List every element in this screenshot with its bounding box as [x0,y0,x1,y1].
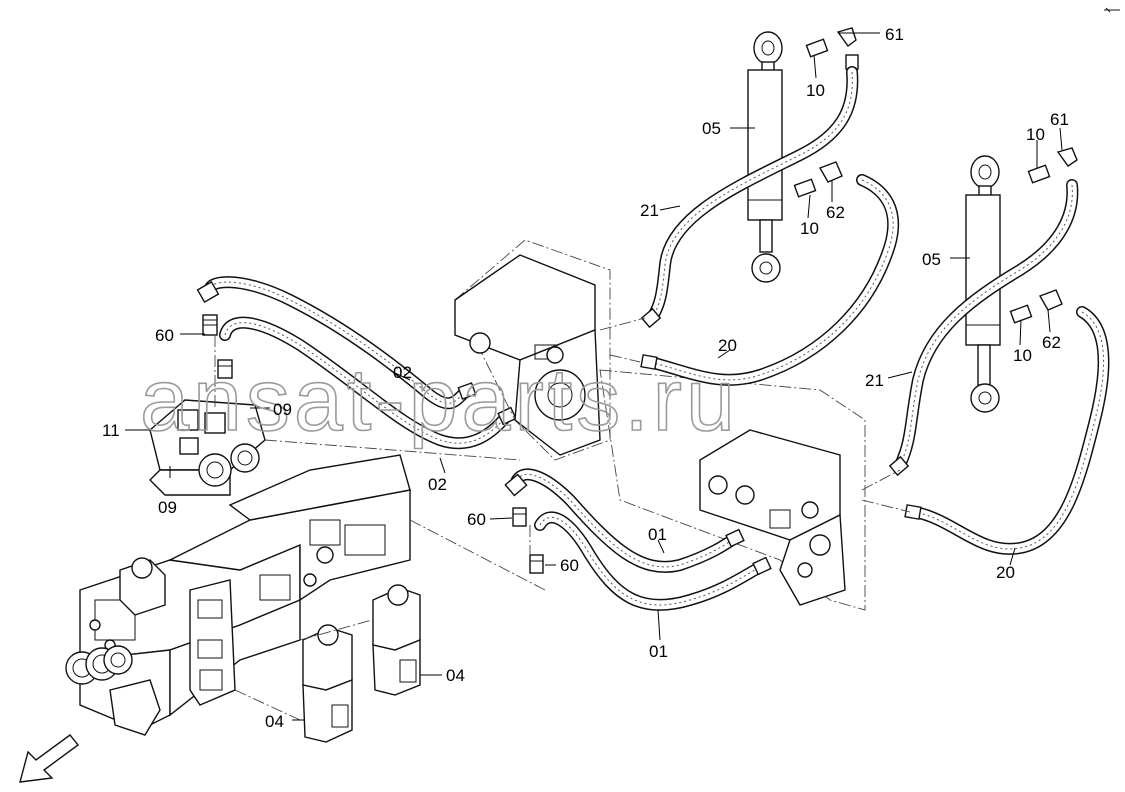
fitting-61-a [836,27,859,70]
callout-02-upper: 02 [393,363,412,382]
callout-20-mid: 20 [718,336,737,355]
callout-09-lower: 09 [158,498,177,517]
fitting-60-mid [512,507,527,527]
fitting-61-b [1056,147,1078,167]
callout-01-upper: 01 [648,525,667,544]
hose-20-right [904,306,1110,555]
callout-20-right: 20 [996,563,1015,582]
watermark-text: ansat-parts.ru [140,350,739,449]
callout-61-a: 61 [885,25,904,44]
callout-04-right: 04 [446,666,465,685]
callout-60-top: 60 [155,326,174,345]
callout-62-b: 62 [1042,333,1061,352]
fitting-10-d [1009,304,1033,324]
hose-20-mid [640,174,900,386]
callout-05-top: 05 [702,119,721,138]
hose-02-lower [219,316,517,450]
fitting-60-lower [217,359,233,379]
hose-21-right [888,179,1079,477]
hose-02-upper [196,276,477,410]
callout-10-c: 10 [1026,125,1045,144]
callout-10-a: 10 [806,81,825,100]
solenoid-04-left [302,624,353,743]
fitting-62-b [1038,289,1063,311]
front-arrow-icon [19,734,80,783]
valve-knob [119,557,166,616]
callout-01-lower: 01 [649,642,668,661]
fitting-10-a [805,38,829,58]
cylinder-05-top [747,31,783,283]
hose-01-lower [534,511,772,611]
assembly-lines [214,317,911,721]
callout-05-right: 05 [922,250,941,269]
pump-housing [454,239,611,461]
fitting-60-low [529,554,544,574]
callout-21-left: 21 [640,201,659,220]
fitting-62-a [818,161,843,183]
solenoid-04-right [372,584,421,696]
right-valve-block [599,369,866,611]
callout-02-lower: 02 [428,475,447,494]
callout-60-mid: 60 [467,510,486,529]
callout-10-d: 10 [1013,346,1032,365]
callout-21-right: 21 [865,371,884,390]
leader-lines [125,32,1063,721]
cylinder-05-right [965,155,1001,413]
fitting-10-b [793,178,817,198]
corner-mark-icon [1104,7,1120,13]
fitting-10-c [1027,164,1051,184]
callout-09-upper: 09 [273,400,292,419]
callout-04-left: 04 [265,712,284,731]
callout-11: 11 [102,421,120,440]
fitting-60-top [202,314,218,336]
hose-01-upper [504,468,745,573]
valve-stack-front [109,579,236,736]
callout-labels: 61 10 05 21 10 62 10 61 05 10 62 21 20 2… [102,25,1069,731]
callout-10-b: 10 [800,219,819,238]
callout-60-low: 60 [560,556,579,575]
hose-21-left [640,66,859,329]
callout-61-b: 61 [1050,110,1069,129]
gear-assembly [65,645,133,685]
callout-62-a: 62 [826,203,845,222]
